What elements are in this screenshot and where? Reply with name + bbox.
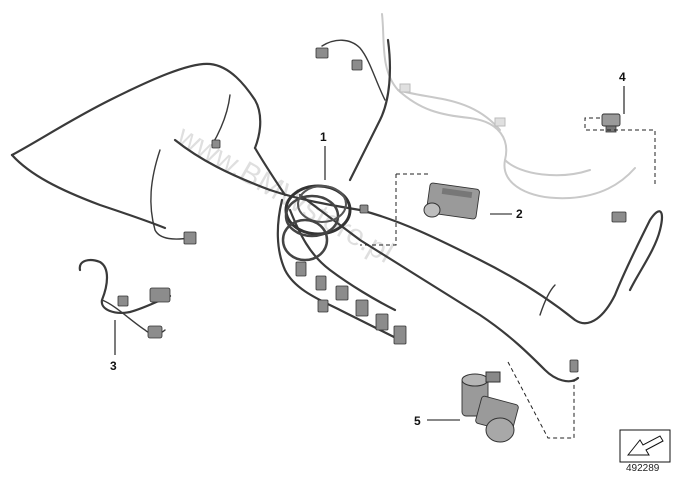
ghost-harness: [381, 13, 636, 200]
main-harness: [10, 38, 664, 383]
part-3-harness: [78, 259, 172, 339]
callout-2: 2: [516, 207, 523, 221]
callout-5: 5: [414, 414, 421, 428]
part-2-control-module: [423, 182, 480, 220]
part-4-connector: [601, 113, 621, 133]
harness-coil: [281, 184, 352, 262]
diagram-number: 492289: [626, 463, 660, 474]
callout-leaders: [114, 86, 625, 421]
harness-connectors: [183, 47, 627, 373]
callout-1: 1: [320, 130, 327, 144]
part-5-actuator-motor: [461, 371, 519, 443]
callout-3: 3: [110, 359, 117, 373]
callout-4: 4: [619, 70, 626, 84]
front-direction-arrow-icon: [619, 429, 671, 463]
